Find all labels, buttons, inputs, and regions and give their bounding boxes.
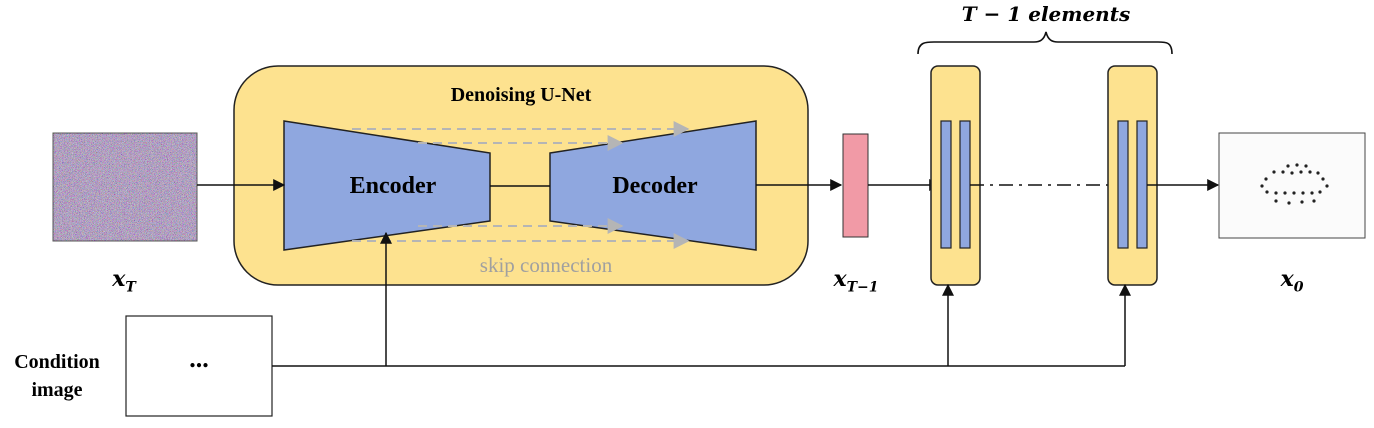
condition-label-line1: Condition [14, 351, 100, 373]
output-label: x0 [1281, 266, 1304, 295]
latent-block [842, 133, 869, 238]
condition-box-ellipsis: ... [189, 344, 209, 373]
input-label: xT [112, 266, 136, 295]
output-image [1218, 132, 1366, 239]
latent-subscript: T−1 [846, 279, 879, 296]
output-symbol: x [1280, 266, 1294, 292]
condition-label: Condition image [14, 348, 100, 404]
skip-connection-label: skip connection [479, 253, 613, 277]
condition-lines [272, 231, 1131, 367]
output-dots [1260, 163, 1329, 205]
output-subscript: 0 [1293, 279, 1304, 296]
input-symbol: x [112, 266, 126, 292]
element-block-first [930, 65, 981, 286]
elements-count-label: T − 1 elements [961, 2, 1131, 26]
skip-connections [352, 121, 690, 249]
elements-brace [917, 31, 1173, 55]
decoder-label: Decoder [612, 173, 698, 199]
encoder-label: Encoder [349, 173, 437, 199]
element-block-last [1107, 65, 1158, 286]
input-subscript: T [125, 279, 136, 296]
unet-title: Denoising U-Net [450, 84, 592, 106]
latent-symbol: x [833, 266, 847, 292]
condition-image-box [125, 315, 273, 417]
latent-label: xT−1 [833, 266, 878, 295]
condition-label-line2: image [31, 379, 83, 401]
